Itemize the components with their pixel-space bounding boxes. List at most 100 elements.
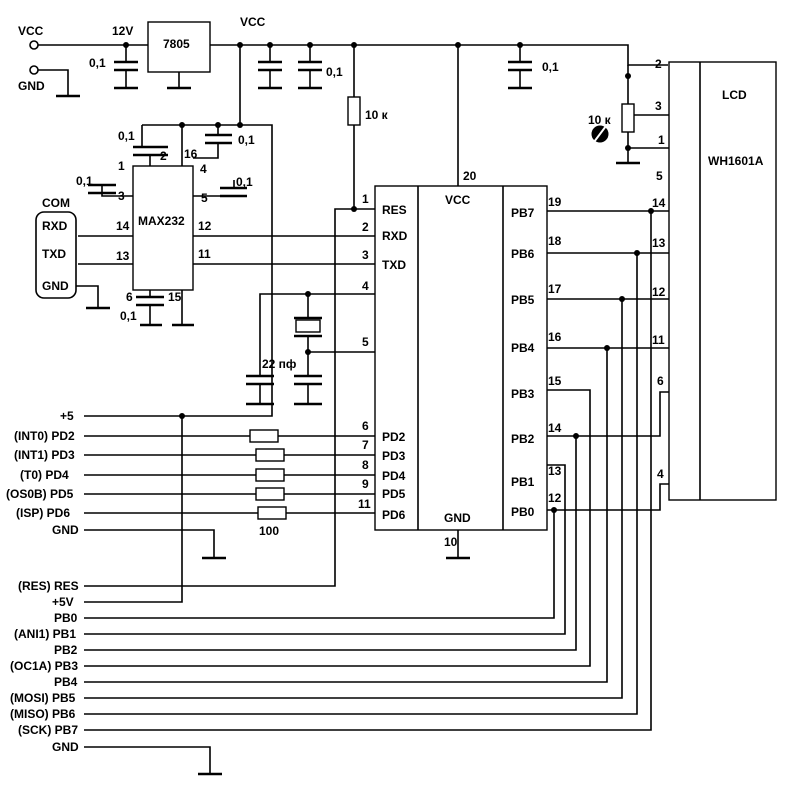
mcu-pin-num-17: 17	[548, 282, 562, 296]
mcu-pin-pd4: PD4	[382, 469, 406, 483]
max232-pin12: 12	[198, 219, 212, 233]
mcu-pin-num-18: 18	[548, 234, 562, 248]
max232-c4-label: 0,1	[236, 175, 253, 189]
mcu-pin-pd2: PD2	[382, 430, 406, 444]
max232-label: MAX232	[138, 214, 185, 228]
mcu-pin-pb3: PB3	[511, 387, 535, 401]
v12-label: 12V	[112, 24, 133, 38]
max232-pin2: 2	[160, 149, 167, 163]
lcd-pin-11: 11	[652, 333, 665, 347]
mcu-pin-num-16: 16	[548, 330, 562, 344]
conn-pb3: (OC1A) PB3	[10, 659, 78, 673]
crystal-circuit: 22 пф	[246, 291, 375, 406]
lcd-pin-5: 5	[656, 169, 663, 183]
conn-pb7: (SCK) PB7	[18, 723, 78, 737]
gnd-in-label: GND	[18, 79, 45, 93]
com-gnd-label: GND	[42, 279, 69, 293]
mcu-pin-num-2: 2	[362, 220, 369, 234]
mcu-pin-pb4: PB4	[511, 341, 535, 355]
vcc-out-label: VCC	[240, 15, 266, 29]
conn-pb4: PB4	[54, 675, 78, 689]
lcd-pin-6: 6	[657, 374, 664, 388]
conn-gnd1: GND	[52, 523, 79, 537]
max232-pin5: 5	[201, 191, 208, 205]
mcu-pin-pd5: PD5	[382, 487, 406, 501]
plus5-bus	[84, 413, 226, 776]
c-in-label: 0,1	[89, 56, 106, 70]
conn-plus5: +5	[60, 409, 74, 423]
mcu-pin-num-8: 8	[362, 458, 369, 472]
mcu-pin-pb2: PB2	[511, 432, 535, 446]
conn-pd6: (ISP) PD6	[16, 506, 70, 520]
pd-resistors: 100	[84, 429, 375, 538]
mcu-pin-rxd: RXD	[382, 229, 408, 243]
com-title: COM	[42, 196, 70, 210]
mcu-pin-num-13: 13	[548, 464, 562, 478]
max232-chip: MAX232 0,1 1 2 16 0,1 4 0,1 3 0,1 5 14	[76, 122, 375, 417]
max232-c2-label: 0,1	[238, 133, 255, 147]
max232-pin15: 15	[168, 290, 182, 304]
max232-pin4: 4	[200, 162, 207, 176]
lcd-model: WH1601A	[708, 154, 764, 168]
conn-pd2: (INT0) PD2	[14, 429, 75, 443]
max232-pin11: 11	[198, 247, 211, 261]
mcu-pin-num-15: 15	[548, 374, 562, 388]
pb-bus	[84, 208, 654, 731]
gnd-terminal	[29, 65, 39, 75]
conn-pb1: (ANI1) PB1	[14, 627, 76, 641]
mcu-pin-num-14: 14	[548, 421, 562, 435]
max232-pin6: 6	[126, 290, 133, 304]
mcu-pin-res: RES	[382, 203, 407, 217]
mcu-pin-txd: TXD	[382, 258, 406, 272]
connector-labels: +5 (INT0) PD2 (INT1) PD3 (T0) PD4 (OS0B)…	[6, 409, 79, 754]
vcc-rail: VCC 0,1 0,1	[210, 15, 668, 186]
conn-pb0: PB0	[54, 611, 78, 625]
mcu-pin-num-20: 20	[463, 169, 477, 183]
conn-pb6: (MISO) PB6	[10, 707, 76, 721]
power-input: VCC GND 12V 0,1	[18, 24, 148, 98]
conn-pb5: (MOSI) PB5	[10, 691, 76, 705]
conn-pb2: PB2	[54, 643, 78, 657]
max232-pin14: 14	[116, 219, 130, 233]
mcu-pin-num-12: 12	[548, 491, 562, 505]
mcu-pin-pd6: PD6	[382, 508, 406, 522]
mcu-pin-num-5: 5	[362, 335, 369, 349]
mcu-pin-pb5: PB5	[511, 293, 535, 307]
c-out2-label: 0,1	[542, 60, 559, 74]
mcu-pin-pb7: PB7	[511, 206, 535, 220]
com-connector: COM RXD TXD GND	[35, 196, 110, 310]
regulator-7805: 7805	[147, 21, 211, 90]
vcc-terminal	[29, 40, 39, 50]
mcu-pin-num-19: 19	[548, 195, 562, 209]
mcu-chip: RES RXD TXD VCC GND PD2 PD3 PD4 PD5 PD6 …	[358, 169, 562, 560]
conn-plus5v: +5V	[52, 595, 74, 609]
reset-resistor-label: 10 к	[365, 108, 389, 122]
conn-pd3: (INT1) PD3	[14, 448, 75, 462]
mcu-pin-num-10: 10	[444, 535, 458, 549]
mcu-pin-pd3: PD3	[382, 449, 406, 463]
mcu-pin-pb0: PB0	[511, 505, 535, 519]
mcu-pin-pb6: PB6	[511, 247, 535, 261]
mcu-pin-vcc: VCC	[445, 193, 471, 207]
series-resistor-label: 100	[259, 524, 279, 538]
max232-pin1: 1	[118, 159, 125, 173]
mcu-pin-num-9: 9	[362, 477, 369, 491]
crystal-caps-label: 22 пф	[262, 357, 297, 371]
mcu-pin-num-6: 6	[362, 419, 369, 433]
max232-c3-label: 0,1	[76, 174, 93, 188]
mcu-pin-num-7: 7	[362, 438, 369, 452]
vcc-in-label: VCC	[18, 24, 44, 38]
conn-pd5: (OS0B) PD5	[6, 487, 74, 501]
mcu-pin-num-4: 4	[362, 279, 369, 293]
mcu-pin-num-11: 11	[358, 497, 371, 511]
com-txd-label: TXD	[42, 247, 66, 261]
max232-pin13: 13	[116, 249, 130, 263]
mcu-pin-gnd: GND	[444, 511, 471, 525]
max232-c5-label: 0,1	[120, 309, 137, 323]
conn-res: (RES) RES	[18, 579, 79, 593]
lcd-pin-14: 14	[652, 196, 666, 210]
lcd-pin-4: 4	[657, 467, 664, 481]
lcd-pin-3: 3	[655, 99, 662, 113]
pot-label: 10 к	[588, 113, 612, 127]
